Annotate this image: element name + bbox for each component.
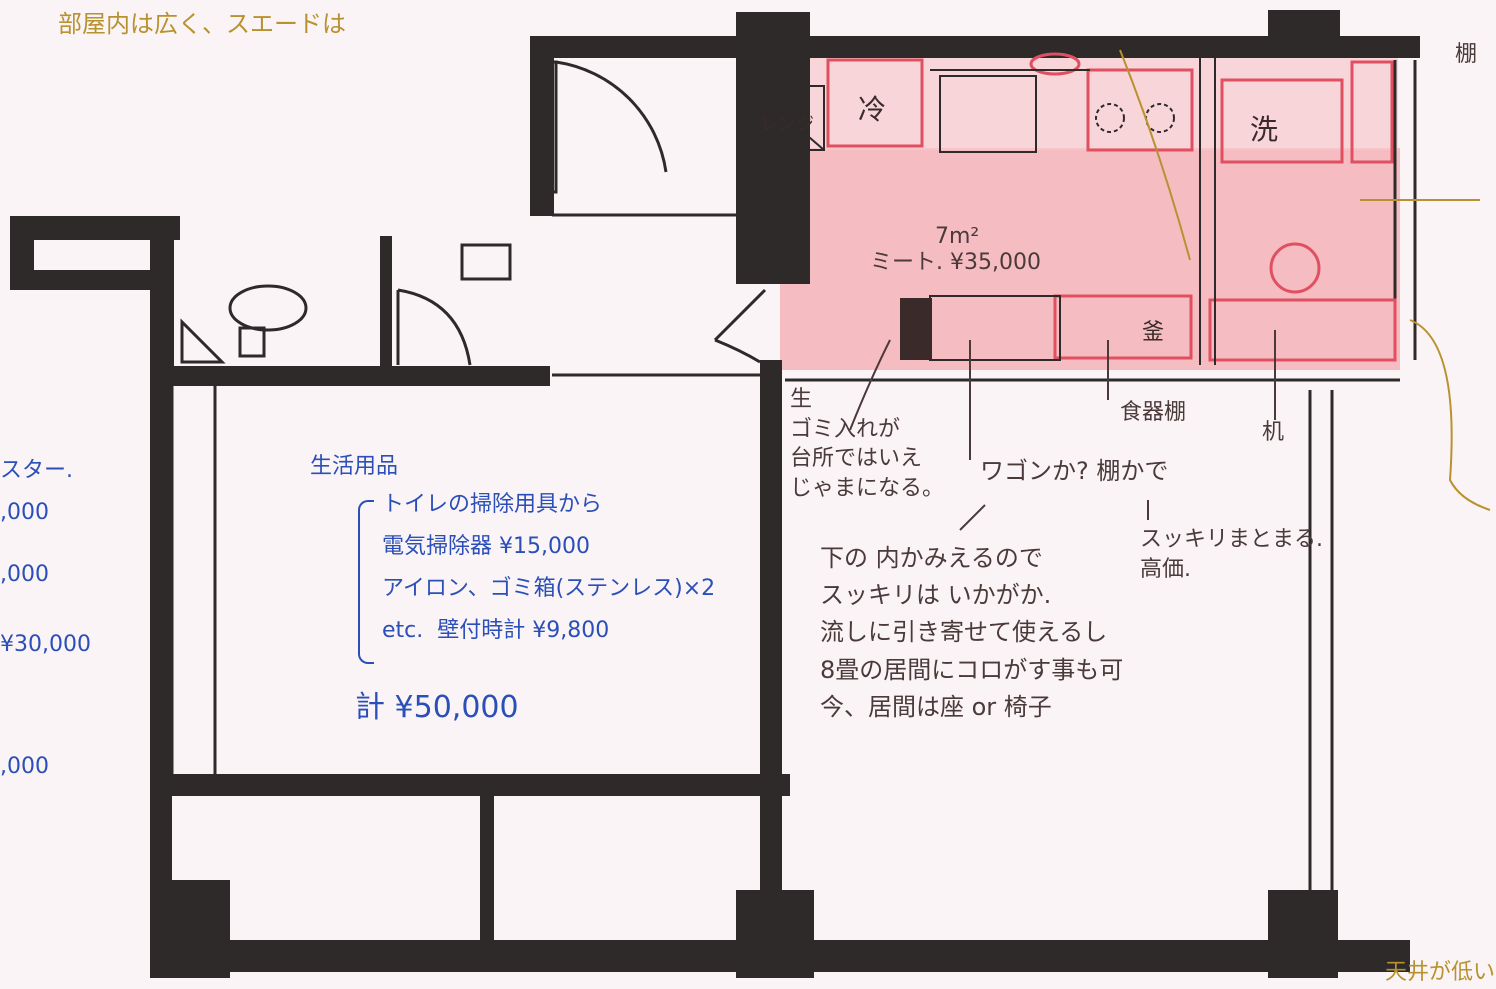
kitchen-area-fill — [780, 148, 1400, 370]
shelf-top-label: 棚 — [1455, 42, 1478, 67]
trash-note: 生 ゴミ入れが 台所ではいえ じゃまになる。 — [790, 387, 945, 502]
fridge-label: 冷 — [858, 93, 887, 126]
ochre-leaders — [1119, 49, 1491, 511]
doors — [396, 60, 767, 366]
living-item-1: トイレの掃除用具から — [382, 492, 603, 517]
living-item-3: アイロン、ゴミ箱(ステンレス)×2 — [382, 576, 716, 601]
wagon-question: ワゴンか? 棚かで — [980, 457, 1169, 485]
living-total: 計 ¥50,000 — [355, 690, 519, 725]
bottom-right-note: 天井が低い — [1385, 960, 1496, 985]
left-edge-value-3: ¥30,000 — [0, 632, 91, 657]
counter-fill — [808, 58, 1398, 150]
top-note: 部屋内は広く、スエードは — [58, 10, 346, 38]
shelf-note: スッキリまとまる. 高価. — [1140, 527, 1323, 582]
left-edge-value-2: ,000 — [0, 562, 49, 587]
thin-lines — [170, 60, 1417, 900]
kama-label: 釜 — [1142, 320, 1165, 345]
left-edge-value-4: ,000 — [0, 754, 49, 779]
desk-label: 机 — [1262, 420, 1285, 445]
leader-lines — [849, 330, 1276, 531]
wagon-note: 下の 内かみえるので スッキリは いかがか. 流しに引き寄せて使えるし 8畳の居… — [820, 544, 1124, 721]
living-item-2: 電気掃除器 ¥15,000 — [382, 534, 590, 559]
kitchen-fixtures — [826, 52, 1397, 362]
dish-shelf-label: 食器棚 — [1120, 400, 1187, 425]
living-items-title: 生活用品 — [310, 454, 399, 479]
range-label: レンジ — [760, 114, 814, 135]
living-items-brace — [358, 500, 374, 664]
trash-bin — [900, 298, 932, 360]
living-item-4: etc. 壁付時計 ¥9,800 — [382, 618, 610, 643]
left-edge-value-1: ,000 — [0, 500, 49, 525]
kitchen-price: ミート. ¥35,000 — [870, 250, 1041, 275]
washer-label: 洗 — [1250, 113, 1279, 146]
kitchen-area: 7m² — [935, 224, 980, 249]
toilet — [180, 243, 512, 364]
left-edge-star: スター. — [0, 458, 73, 483]
